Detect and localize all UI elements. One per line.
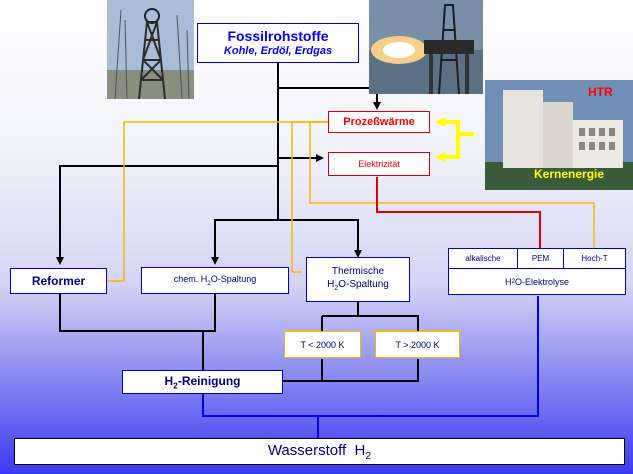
reinigung-connectors: [59, 294, 419, 382]
wasserstoff-node: Wasserstoff H2: [14, 438, 625, 465]
prozesswaerme-node: Prozeßwärme: [328, 111, 430, 133]
reinigung-label: H2-Reinigung: [164, 373, 241, 391]
kernenergie-label: Kernenergie: [534, 167, 605, 181]
thermische-line1: Thermische: [331, 265, 385, 277]
htr-label: HTR: [588, 85, 613, 99]
thermische-spaltung-node: Thermische H2O-Spaltung: [306, 257, 410, 302]
temp-high-node: T > 2000 K: [375, 331, 460, 358]
reformer-label: Reformer: [31, 274, 86, 288]
htr-plant-photo: [485, 80, 633, 190]
elektrizitaet-label: Elektrizität: [358, 159, 400, 169]
reformer-node: Reformer: [10, 268, 107, 294]
htr-arrows: [435, 117, 474, 162]
mine-tower-photo: [107, 0, 194, 99]
chem-spaltung-label: chem. H2O-Spaltung: [173, 274, 257, 287]
temp-low-node: T < 2000 K: [284, 331, 361, 358]
fossil-title: Fossilrohstoffe: [227, 28, 329, 44]
hydrogen-connectors: [202, 296, 539, 438]
electric-connector: [376, 177, 541, 248]
thermische-line2: H2O-Spaltung: [327, 278, 389, 292]
elektrolyse-hoch-t: Hoch-T: [581, 254, 608, 263]
fossil-node: Fossilrohstoffe Kohle, Erdöl, Erdgas: [197, 23, 359, 63]
fossil-subtitle: Kohle, Erdöl, Erdgas: [223, 45, 333, 57]
elektrizitaet-node: Elektrizität: [328, 152, 430, 176]
reinigung-node: H2-Reinigung: [122, 370, 283, 394]
wasserstoff-label: Wasserstoff H2: [267, 441, 372, 462]
elektrolyse-alkalische: alkalische: [449, 249, 518, 268]
chem-spaltung-node: chem. H2O-Spaltung: [141, 267, 289, 294]
elektrolyse-pem: PEM: [518, 249, 564, 268]
fossil-connectors: [56, 63, 381, 265]
prozesswaerme-label: Prozeßwärme: [343, 116, 415, 128]
oil-platform-photo: [369, 0, 483, 94]
